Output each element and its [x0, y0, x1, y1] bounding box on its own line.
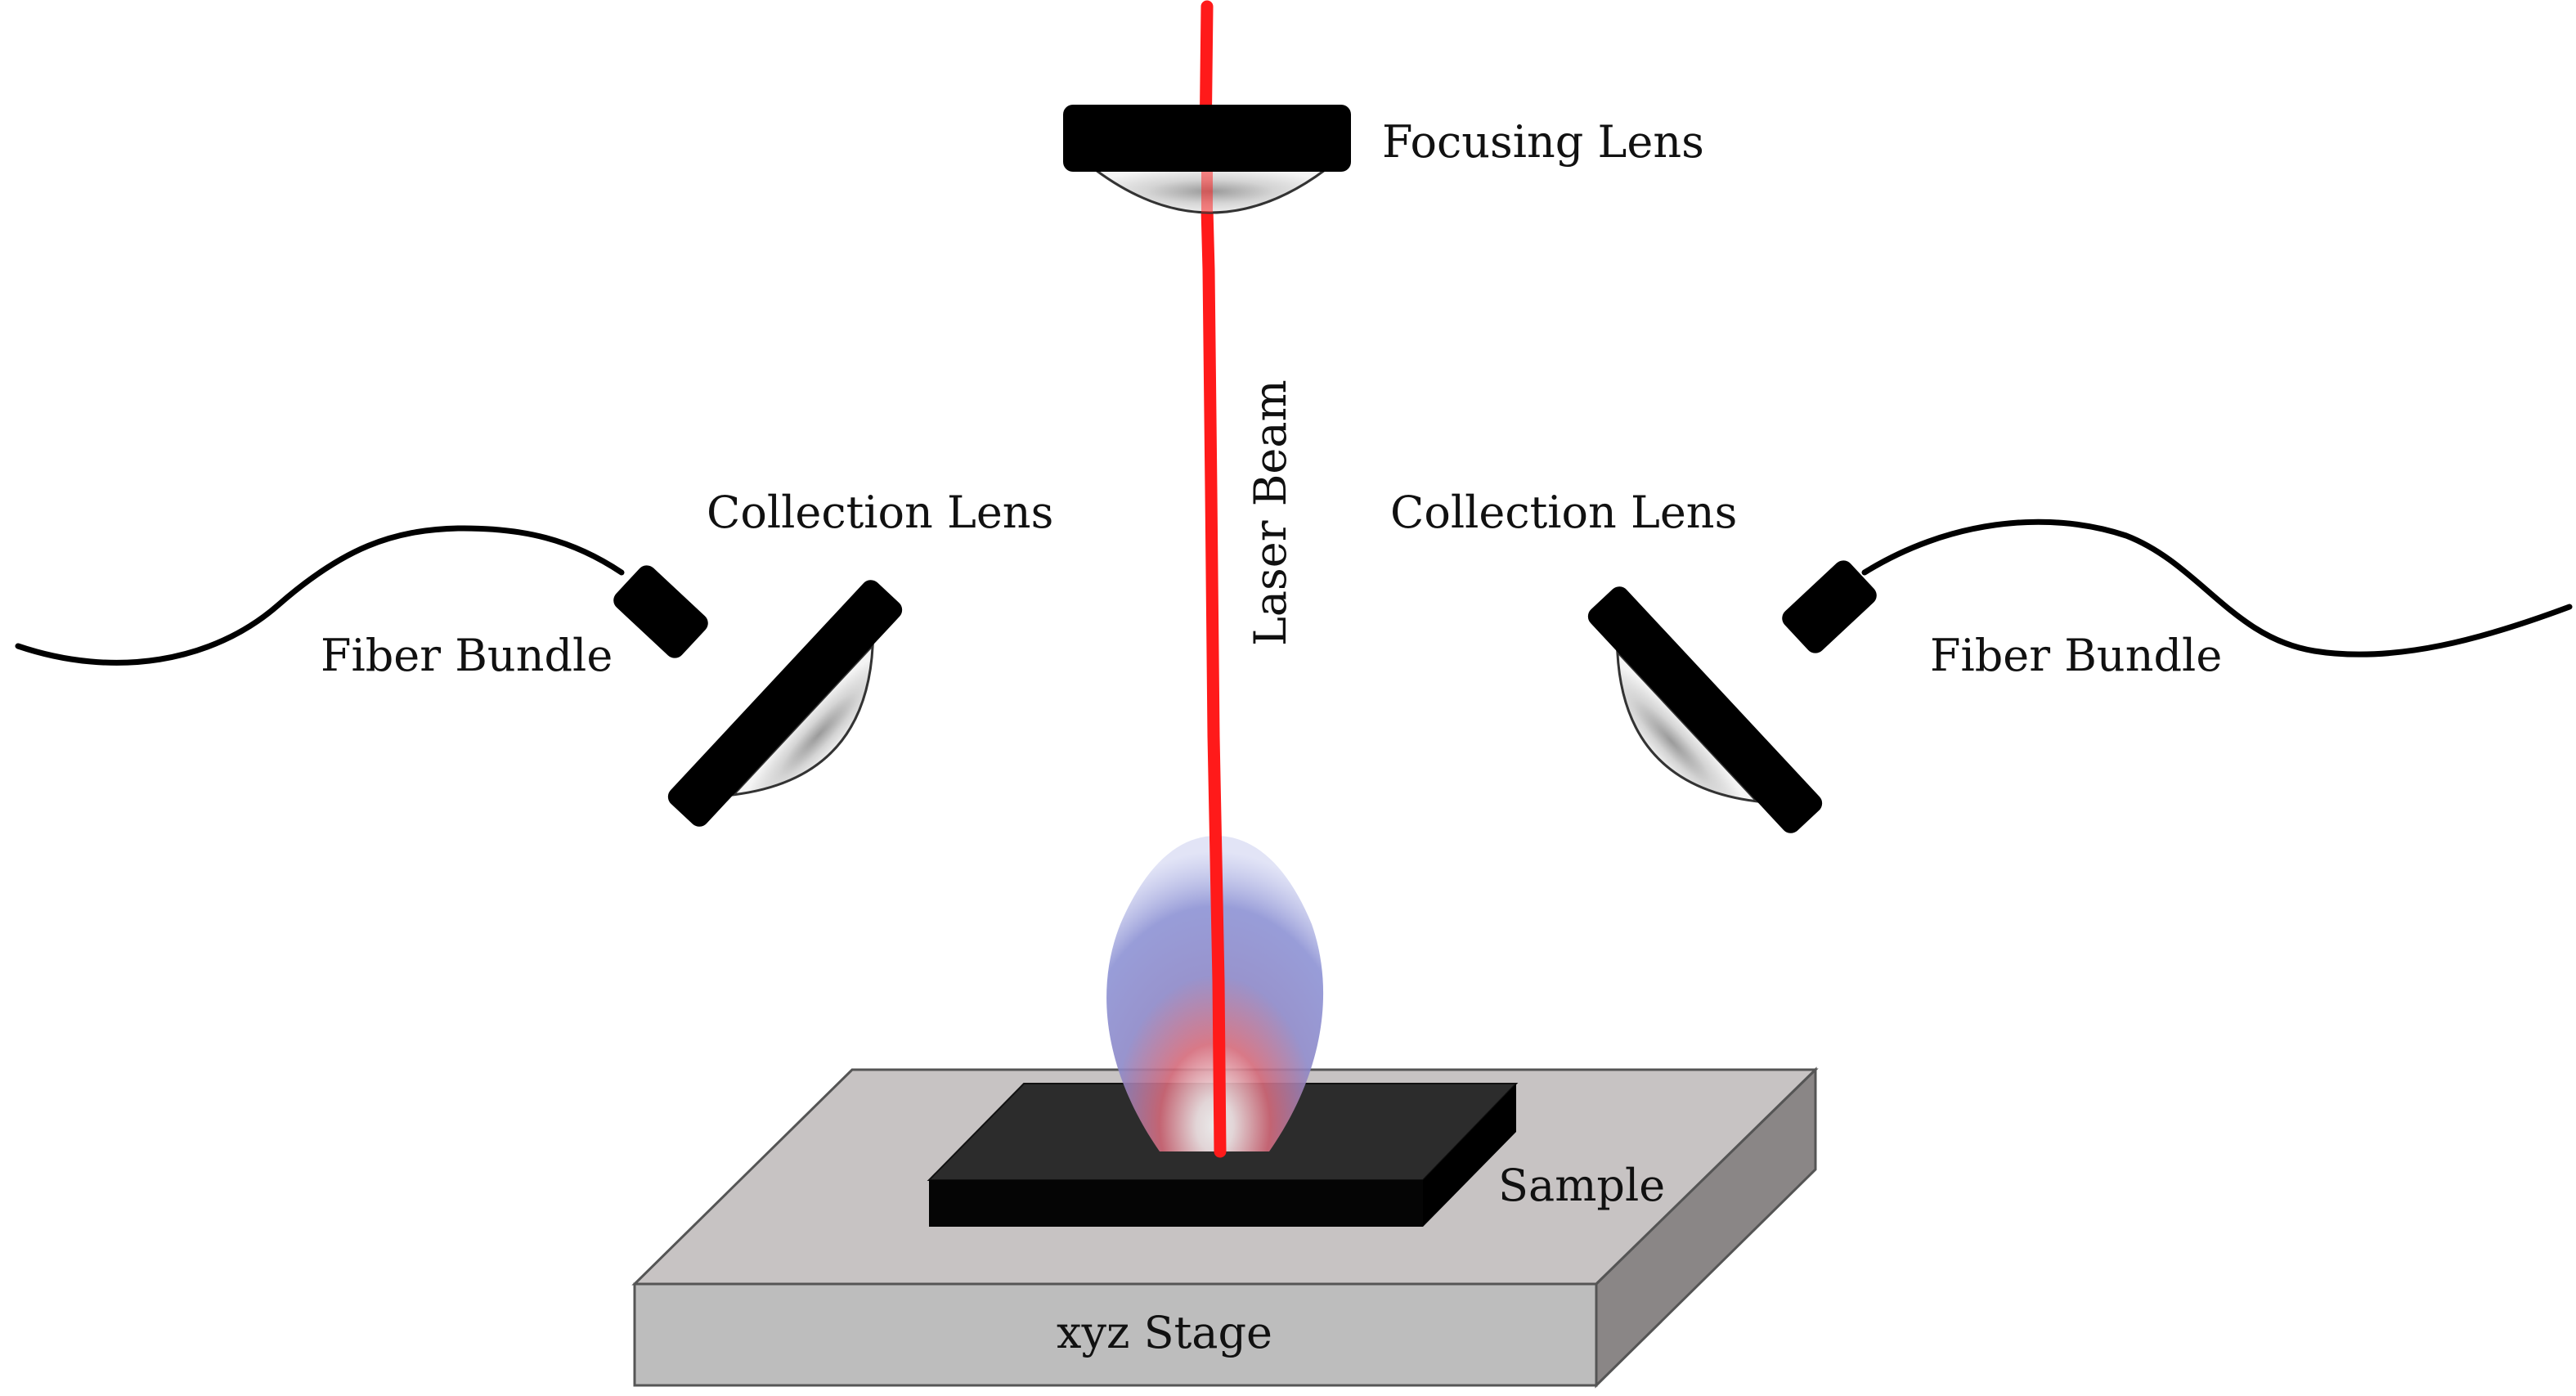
sample-label: Sample [1498, 1160, 1665, 1211]
collection-lens-left-glass [729, 642, 874, 797]
fiber-bundle-right-label: Fiber Bundle [1930, 630, 2222, 681]
fiber-connector-right [1782, 560, 1877, 653]
fiber-connector-left [613, 565, 708, 658]
sample-block [927, 1083, 1519, 1227]
collection-lens-right-label: Collection Lens [1390, 487, 1737, 538]
laser-beam-label: Laser Beam [1245, 379, 1296, 646]
collection-lens-left-label: Collection Lens [707, 487, 1053, 538]
fiber-bundle-right [1782, 518, 2573, 658]
collection-lens-left-holder [667, 580, 903, 827]
fiber-cable-right [1861, 518, 2573, 658]
stage-side-face [1595, 1066, 1817, 1389]
collection-lens-right [1587, 586, 1823, 833]
collection-lens-left [667, 580, 903, 827]
sample-side-face [1423, 1084, 1516, 1227]
fiber-bundle-left-label: Fiber Bundle [321, 630, 613, 681]
fiber-cable-left [15, 525, 625, 666]
focusing-lens-holder [1063, 105, 1351, 172]
stage-label: xyz Stage [1057, 1307, 1272, 1358]
focusing-lens [1063, 105, 1351, 214]
focusing-lens-label: Focusing Lens [1382, 116, 1704, 168]
laser-through-lens [1201, 172, 1213, 213]
fiber-bundle-left [15, 525, 708, 666]
sample-front-face [929, 1180, 1423, 1227]
collection-lens-right-holder [1587, 586, 1823, 833]
